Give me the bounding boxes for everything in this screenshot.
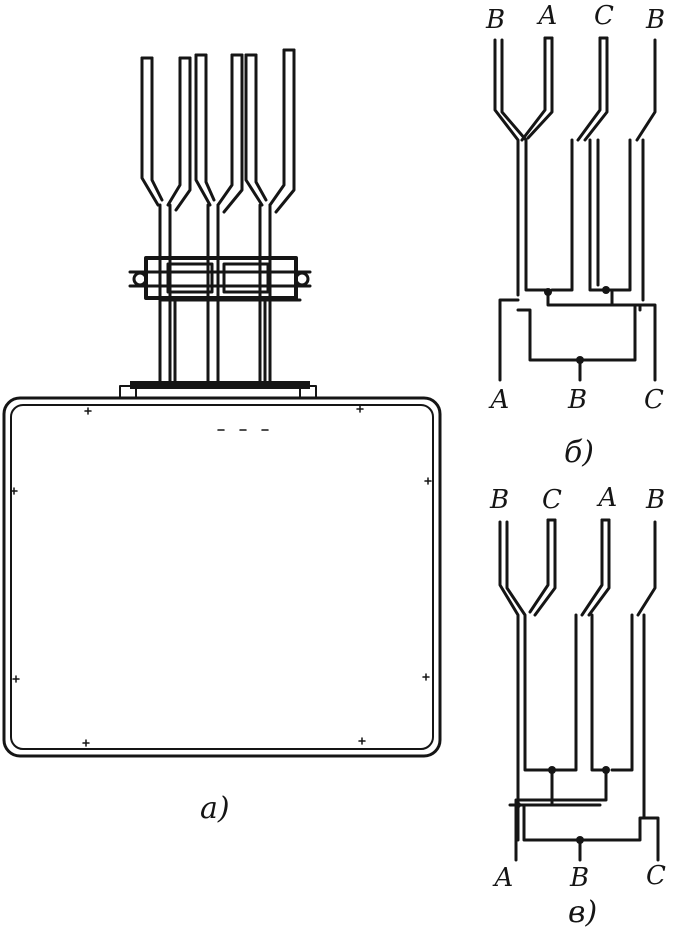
scheme-c-bottom-labels: А В С	[492, 861, 666, 893]
coil-body-outer	[2, 396, 442, 758]
scheme-c-leads	[498, 518, 660, 862]
scheme-b-top-labels: В А С В	[485, 1, 665, 35]
svg-text:С: С	[646, 861, 666, 891]
svg-text:В: В	[645, 485, 665, 515]
scheme-c-junctions	[515, 766, 610, 844]
svg-text:А: А	[536, 1, 558, 31]
figure-c-caption: в)	[568, 895, 597, 930]
scheme-b-leads	[493, 36, 657, 382]
svg-text:В: В	[569, 863, 589, 893]
scheme-c-top-labels: В С А В	[489, 483, 665, 515]
figure-a-caption: а)	[200, 791, 230, 826]
scheme-b-bottom-labels: А В С	[488, 385, 664, 415]
connection-diagram-b: В А С В А В С б)	[485, 1, 665, 470]
svg-text:В: В	[485, 5, 505, 35]
svg-text:В: В	[489, 485, 509, 515]
svg-text:В: В	[645, 5, 665, 35]
connection-diagram-c: В С А В А В С в)	[489, 483, 666, 930]
svg-text:С: С	[644, 385, 664, 415]
svg-text:С: С	[542, 485, 562, 515]
svg-text:А: А	[596, 483, 618, 513]
forked-leads	[140, 48, 296, 214]
coil-cross-marks	[10, 405, 432, 747]
svg-text:С: С	[594, 1, 614, 31]
coil-body-inner	[10, 404, 434, 750]
lead-clamp	[128, 256, 312, 302]
coil-assembly: а)	[2, 48, 442, 826]
svg-text:В: В	[567, 385, 587, 415]
svg-text:А: А	[492, 863, 514, 893]
svg-text:А: А	[488, 385, 510, 415]
top-clamp-plate	[119, 381, 317, 399]
scheme-b-junctions	[544, 286, 610, 364]
figure-b-caption: б)	[564, 435, 594, 470]
